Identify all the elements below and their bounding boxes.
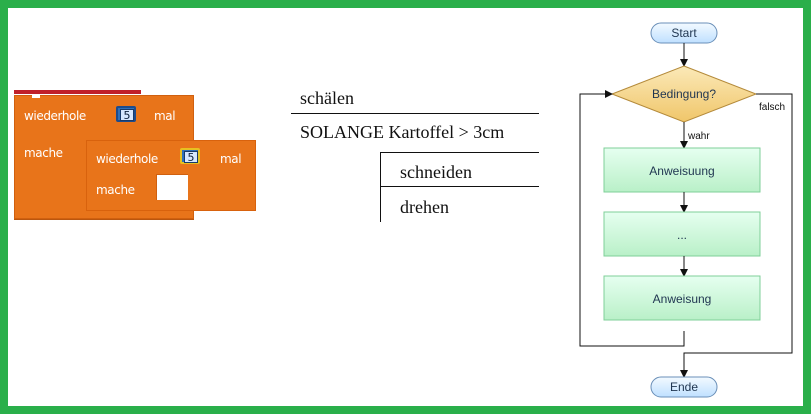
outer-repeat-label: wiederhole	[24, 109, 86, 123]
red-accent-bar	[14, 90, 141, 94]
end-terminal	[650, 376, 718, 398]
process-step-1-label: Anweisuung	[649, 164, 714, 178]
inner-slot	[156, 174, 188, 200]
block-program: wiederhole 5 mal mache wiederhole 5 mal …	[14, 90, 256, 230]
process-step-1	[603, 147, 761, 193]
edge-false	[680, 93, 793, 378]
false-label: falsch	[759, 102, 785, 113]
ns-line-2	[380, 152, 539, 153]
inner-times-label: mal	[220, 152, 242, 166]
inner-repeat-label: wiederhole	[96, 152, 158, 166]
process-step-2	[603, 211, 761, 257]
true-label: wahr	[687, 131, 710, 142]
end-label: Ende	[670, 380, 698, 394]
outer-do-label: mache	[24, 146, 63, 160]
process-step-3	[603, 275, 761, 321]
inner-count-field[interactable]: 5	[180, 148, 200, 164]
ns-line-3	[380, 186, 539, 187]
inner-do-label: mache	[96, 183, 135, 197]
start-label: Start	[671, 26, 697, 40]
outer-notch	[32, 95, 40, 98]
process-step-3-label: Anweisung	[653, 292, 712, 306]
ns-line-1	[291, 113, 539, 114]
ns-loop-left-rule	[380, 152, 381, 222]
struktogramm: schälen SOLANGE Kartoffel > 3cm schneide…	[8, 8, 803, 406]
inner-count-value: 5	[184, 151, 198, 164]
process-step-2-label: ...	[677, 228, 687, 242]
decision-label: Bedingung?	[652, 87, 716, 101]
edge-loop-back	[579, 90, 685, 347]
outer-count-value: 5	[120, 109, 134, 122]
ns-body-1: schneiden	[400, 162, 472, 182]
ns-body-2: drehen	[400, 197, 449, 217]
outer-count-field[interactable]: 5	[116, 106, 136, 122]
outer-times-label: mal	[154, 109, 176, 123]
ns-loop-condition: SOLANGE Kartoffel > 3cm	[300, 122, 505, 142]
ns-step-1: schälen	[300, 88, 354, 108]
flowchart: Start Bedingung? wahr falsch Anweisuung …	[579, 22, 793, 398]
